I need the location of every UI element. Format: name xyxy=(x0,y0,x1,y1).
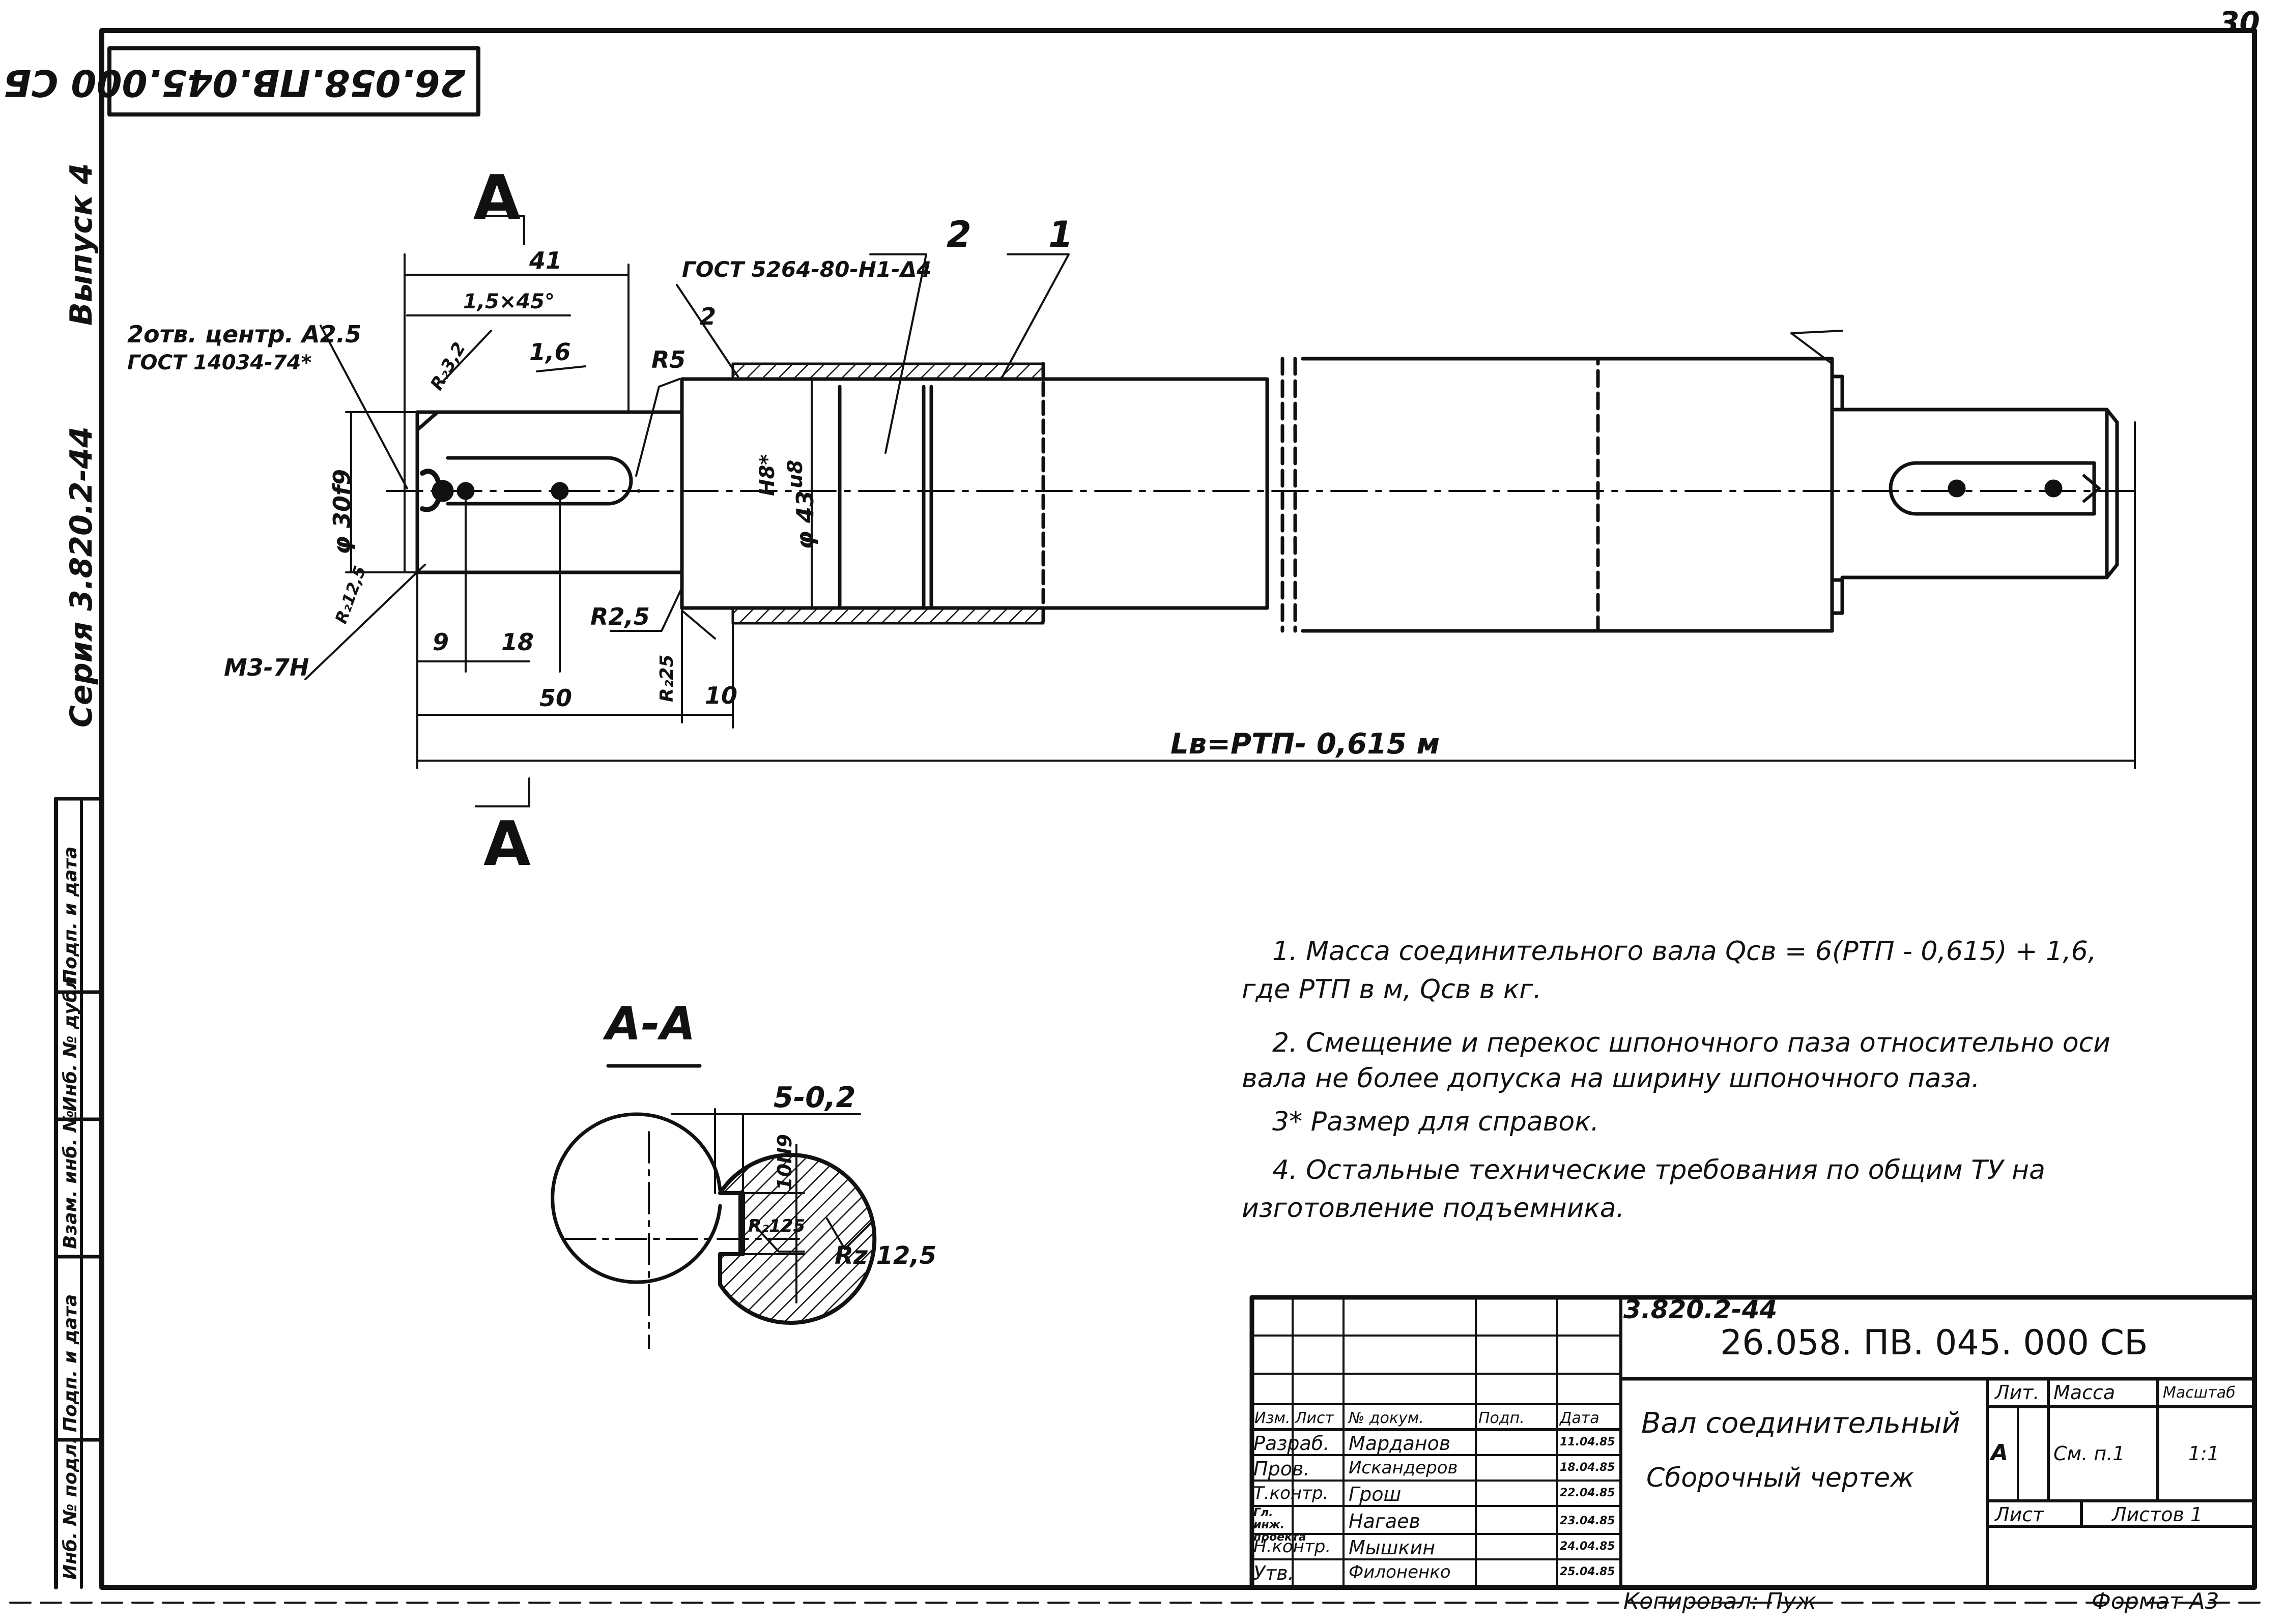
section-a-a xyxy=(551,1064,877,1349)
note-line: 3* Размер для справок. xyxy=(1272,1107,1599,1137)
tb-row-date: 11.04.85 xyxy=(1560,1436,1615,1448)
dim-rz: Rz 12,5 xyxy=(835,1241,937,1270)
callout-thread: М3-7Н xyxy=(224,654,309,681)
stub-label-dup: Инб. № дубл. xyxy=(60,969,81,1112)
tb-sheet-label: Лист xyxy=(1995,1503,2044,1526)
note-line: где РТП в м, Qсв в кг. xyxy=(1242,974,1542,1005)
shaft-main-view xyxy=(386,357,2138,633)
dim-chamfer: 1,5×45° xyxy=(463,290,555,313)
section-title: А-А xyxy=(606,997,696,1051)
callout-center-holes-std: ГОСТ 14034-74* xyxy=(127,351,312,374)
footer-copied: Копировал: Пуж xyxy=(1623,1588,1816,1614)
tb-row-date: 22.04.85 xyxy=(1560,1487,1615,1499)
tb-row-name: Искандеров xyxy=(1349,1458,1458,1478)
dim-roughness-125b: R₂125 xyxy=(748,1216,806,1236)
callout-weld: ГОСТ 5264-80-Н1-Δ4 xyxy=(682,257,932,282)
tb-scale-label: Масштаб xyxy=(2163,1384,2236,1402)
stub-label-sign-date-2: Подп. и дата xyxy=(60,1294,81,1432)
sheet-number: 30 xyxy=(2219,5,2260,40)
mirrored-stamp-box xyxy=(107,46,480,117)
tb-row-role: Н.контр. xyxy=(1253,1536,1331,1557)
note-line: 1. Масса соединительного вала Qсв = 6(РТ… xyxy=(1272,936,2097,967)
note-line: 2. Смещение и перекос шпоночного паза от… xyxy=(1272,1028,2110,1058)
note-line: вала не более допуска на ширину шпоночно… xyxy=(1242,1063,1980,1094)
callout-center-holes: 2отв. центр. А2.5 xyxy=(127,321,362,348)
tb-series-code: 3.820.2-44 xyxy=(1623,1295,1778,1324)
tb-row-role: Утв. xyxy=(1253,1562,1294,1584)
tb-mass-label: Масса xyxy=(2053,1381,2116,1404)
dim-fit-bottom: u8 xyxy=(784,459,807,488)
tb-row-role: Разраб. xyxy=(1253,1432,1330,1455)
stub-label-replace: Взам. инб. № xyxy=(60,1110,81,1249)
dim-18: 18 xyxy=(501,628,534,656)
callout-position-1: 1 xyxy=(1048,214,1073,255)
tb-sheets-label: Листов 1 xyxy=(2112,1503,2203,1526)
section-mark-top: А xyxy=(473,163,521,234)
tb-row-date: 24.04.85 xyxy=(1560,1540,1615,1553)
dim-roughness-25: R₂25 xyxy=(656,654,677,702)
tb-row-name: Грош xyxy=(1349,1483,1402,1505)
dim-r5: R5 xyxy=(651,346,686,373)
title-block xyxy=(1249,1295,2257,1590)
dim-r25: R2,5 xyxy=(590,603,650,630)
series-label: Серия 3.820.2-44 xyxy=(64,426,99,728)
main-dimensions xyxy=(304,215,2136,807)
dim-key-depth: 10N9 xyxy=(774,1134,796,1191)
stub-label-sign-date: Подп. и дата xyxy=(60,846,81,984)
callout-position-2: 2 xyxy=(947,214,971,255)
tb-col-doc: № докум. xyxy=(1349,1409,1424,1427)
tb-mass-value: См. п.1 xyxy=(2053,1442,2125,1465)
tb-row-name: Марданов xyxy=(1349,1432,1451,1455)
note-line: изготовление подъемника. xyxy=(1242,1193,1625,1224)
tb-scale-value: 1:1 xyxy=(2188,1442,2220,1465)
tb-row-role: Пров. xyxy=(1253,1458,1310,1480)
tb-title-line1: Вал соединительный xyxy=(1641,1407,1961,1440)
dim-fit-top: H8* xyxy=(756,454,779,496)
tb-col-sign: Подп. xyxy=(1478,1409,1525,1427)
dim-dia-30: φ 30f9 xyxy=(328,469,356,555)
dim-roughness-16: 1,6 xyxy=(529,338,571,366)
tb-row-date: 25.04.85 xyxy=(1560,1565,1615,1578)
dim-41: 41 xyxy=(529,247,562,274)
dim-key-width: 5-0,2 xyxy=(774,1081,856,1114)
tb-row-role: Т.контр. xyxy=(1253,1483,1329,1503)
dim-dia-43: φ 43 xyxy=(791,490,819,549)
footer-format: Формат А3 xyxy=(2092,1588,2219,1614)
dim-9: 9 xyxy=(433,628,449,656)
sheet-frame xyxy=(99,28,2257,1590)
tb-row-date: 18.04.85 xyxy=(1560,1461,1615,1474)
tb-lit-label: Лит. xyxy=(1995,1381,2040,1404)
dim-50: 50 xyxy=(539,684,573,712)
issue-label: Выпуск 4 xyxy=(64,163,99,326)
tb-title-line2: Сборочный чертеж xyxy=(1646,1463,1914,1493)
tb-lit-value: А xyxy=(1991,1440,2009,1466)
tb-row-date: 23.04.85 xyxy=(1560,1515,1615,1527)
mirrored-stamp: 26.058.ПВ.045.000 СБ xyxy=(3,62,466,104)
dim-overall-length: Lв=РТП- 0,615 м xyxy=(1170,728,1440,761)
tb-row-name: Нагаев xyxy=(1349,1510,1420,1532)
note-line: 4. Остальные технические требования по о… xyxy=(1272,1155,2046,1185)
tb-col-sheet: Лист xyxy=(1295,1409,1334,1427)
tb-row-name: Мышкин xyxy=(1349,1536,1436,1559)
callout-weld-leg: 2 xyxy=(700,303,717,330)
tb-col-rev: Изм. xyxy=(1254,1409,1291,1427)
tb-col-date: Дата xyxy=(1560,1409,1599,1427)
section-mark-bottom: А xyxy=(483,809,531,880)
tb-designation: 26.058. ПВ. 045. 000 СБ xyxy=(1720,1323,2148,1363)
stub-label-original: Инб. № подл. xyxy=(60,1437,81,1580)
dim-10: 10 xyxy=(705,682,738,709)
tb-row-name: Филоненко xyxy=(1349,1562,1451,1582)
